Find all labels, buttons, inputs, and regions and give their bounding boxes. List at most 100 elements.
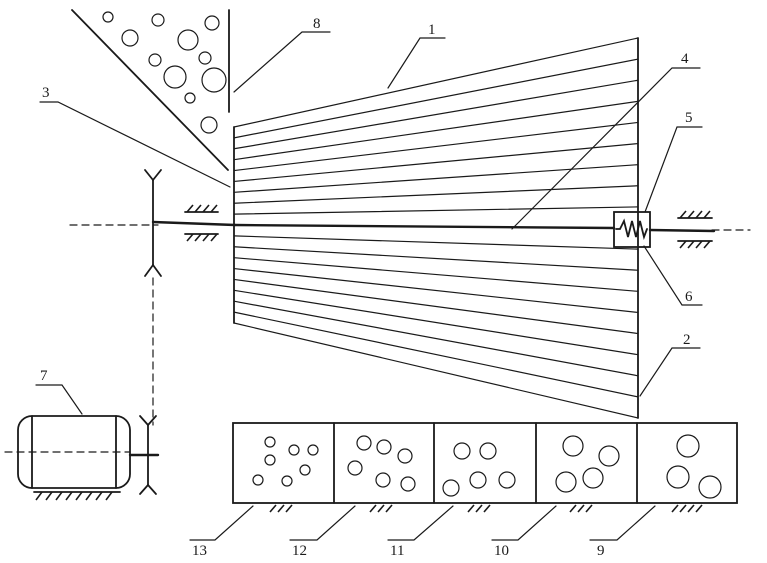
hatch-mark (671, 504, 679, 513)
bin-10-particles (555, 435, 620, 493)
label-2: 2 (683, 332, 691, 348)
shaft-left-segment (151, 220, 237, 227)
screen-slat-upper (233, 100, 639, 161)
particle (598, 445, 620, 467)
particle (288, 444, 300, 456)
screen-slats (233, 37, 639, 419)
particle (200, 116, 218, 134)
leader-11 (387, 505, 454, 541)
screen-slat-lower (233, 300, 639, 377)
particle (479, 442, 497, 460)
hatch-mark (467, 504, 475, 513)
particle (163, 65, 187, 89)
hatch-mark (95, 491, 103, 501)
pulley-flare (152, 264, 162, 277)
screen-slat-lower (233, 267, 639, 314)
hatch-mark (210, 233, 218, 242)
hatch-mark (186, 204, 194, 213)
screen-slat-lower (233, 311, 639, 398)
label-4: 4 (681, 51, 689, 67)
particle (442, 479, 460, 497)
particle (400, 476, 416, 492)
hopper-particles (102, 11, 227, 134)
particle (397, 448, 413, 464)
particle (356, 435, 372, 451)
particle (252, 474, 264, 486)
screen-slat-upper (233, 58, 639, 139)
bin-9-particles (666, 434, 722, 499)
hatch-mark (202, 233, 210, 242)
particle (102, 11, 114, 23)
label-5: 5 (685, 110, 693, 126)
leader-10 (491, 505, 557, 541)
hatch-mark (285, 504, 293, 513)
label-3: 3 (42, 85, 50, 101)
hatch-mark (703, 210, 711, 219)
label-1: 1 (428, 22, 436, 38)
hatch-mark (577, 504, 585, 513)
hatch-mark (45, 491, 53, 501)
hatch-mark (194, 233, 202, 242)
hatch-mark (65, 491, 73, 501)
pulley-flare (144, 264, 154, 277)
label-6: 6 (685, 289, 693, 305)
particle (676, 434, 700, 458)
screen-slat-lower (233, 257, 639, 292)
hatch-mark (269, 504, 277, 513)
screen-slat-lower (233, 235, 639, 250)
hatch-mark (687, 240, 695, 249)
hatch-mark (475, 504, 483, 513)
label-13: 13 (192, 543, 207, 559)
particle (198, 51, 212, 65)
pulley-flare (147, 484, 157, 495)
screen-slat-upper (233, 37, 639, 128)
leader-1 (387, 37, 446, 89)
label-11: 11 (390, 543, 404, 559)
leader-3 (39, 101, 231, 188)
hatch-mark (703, 240, 711, 249)
screen-slat-lower (233, 322, 639, 419)
hatch-mark (186, 233, 194, 242)
pulley-flare (139, 484, 149, 495)
collection-bins (232, 422, 738, 513)
screen-slat-upper (233, 121, 639, 172)
leader-13 (189, 505, 254, 541)
hopper-sloped-wall (71, 9, 229, 171)
hatch-mark (105, 491, 113, 501)
leader-2 (639, 347, 701, 397)
hatch-mark (202, 204, 210, 213)
pulley-flare (139, 415, 149, 426)
label-10: 10 (494, 543, 509, 559)
particle (375, 472, 391, 488)
particle (498, 471, 516, 489)
hatch-mark (377, 504, 385, 513)
particle (264, 454, 276, 466)
right-bearing (677, 210, 713, 249)
particle (555, 471, 577, 493)
particle (469, 471, 487, 489)
leader-7 (35, 384, 83, 415)
left-bearing (184, 204, 219, 242)
particle (562, 435, 584, 457)
leader-8 (233, 31, 331, 93)
particle (299, 464, 311, 476)
bin-13-particles (252, 436, 319, 487)
particle (453, 442, 471, 460)
particle (281, 475, 293, 487)
hatch-mark (695, 210, 703, 219)
leader-9 (589, 505, 656, 541)
screen-slat-upper (233, 79, 639, 150)
screen-slat-upper (233, 185, 639, 204)
shaft-assembly (69, 204, 751, 249)
screen-slat-lower (233, 246, 639, 271)
label-12: 12 (292, 543, 307, 559)
hatch-mark (679, 210, 687, 219)
particle (184, 92, 196, 104)
hatch-mark (695, 240, 703, 249)
particle (347, 460, 363, 476)
label-7: 7 (40, 368, 48, 384)
pulley-flare (144, 169, 154, 181)
particle (582, 467, 604, 489)
hatch-mark (75, 491, 83, 501)
